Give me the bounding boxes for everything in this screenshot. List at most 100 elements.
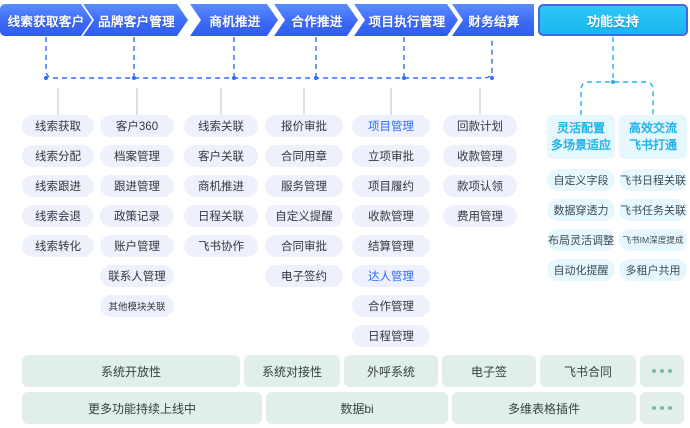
capability-box-0-4[interactable]: 飞书合同 (540, 355, 636, 387)
function-pill-opportunity-0[interactable]: 线索关联 (184, 115, 258, 137)
function-pill-lead-3[interactable]: 线索会退 (22, 205, 94, 227)
function-pill-label: 线索转化 (35, 241, 81, 253)
function-pill-label: 其他模块关联 (108, 302, 166, 313)
support-head-flexible[interactable]: 灵活配置多场景适应 (547, 115, 615, 159)
function-pill-lead-1[interactable]: 线索分配 (22, 145, 94, 167)
function-pill-project-5[interactable]: 达人管理 (352, 265, 430, 287)
support-pill-label: 多租户共用 (625, 265, 681, 277)
support-head-line: 灵活配置 (556, 120, 605, 135)
function-pill-project-4[interactable]: 结算管理 (352, 235, 430, 257)
function-pill-customer-0[interactable]: 客户360 (100, 115, 174, 137)
support-head-line: 多场景适应 (550, 138, 611, 152)
function-pill-opportunity-2[interactable]: 商机推进 (184, 175, 258, 197)
stage-tab-5[interactable]: 财务结算 (452, 4, 534, 36)
capability-box-label: 外呼系统 (366, 364, 415, 379)
function-pill-label: 项目履约 (368, 181, 414, 193)
support-pill-flexible-3[interactable]: 自动化提醒 (547, 259, 615, 281)
stage-tab-0[interactable]: 线索获取客户 (0, 4, 92, 36)
stage-tab-label: 品牌客户管理 (98, 14, 175, 29)
support-tab-label: 功能支持 (586, 13, 639, 29)
function-pill-project-7[interactable]: 日程管理 (352, 325, 430, 347)
support-pill-feishu-2[interactable]: 飞书IM深度提成 (619, 229, 687, 251)
stage-tab-1[interactable]: 品牌客户管理 (83, 4, 188, 36)
stage-tab-label: 线索获取客户 (7, 14, 85, 29)
function-pill-finance-3[interactable]: 费用管理 (443, 205, 517, 227)
support-pill-label: 自定义字段 (553, 175, 609, 187)
function-pill-label: 账户管理 (114, 241, 160, 253)
support-pill-flexible-1[interactable]: 数据穿透力 (547, 199, 615, 221)
ellipsis-icon (652, 406, 672, 410)
capability-box-label: 数据bi (340, 401, 374, 416)
more-options-icon[interactable] (640, 392, 684, 424)
capability-box-1-0[interactable]: 更多功能持续上线中 (22, 392, 262, 424)
ellipsis-icon (652, 369, 672, 373)
function-pill-project-1[interactable]: 立项审批 (352, 145, 430, 167)
function-pill-label: 线索跟进 (35, 181, 81, 193)
support-pill-label: 布局灵活调整 (548, 235, 614, 247)
function-pill-cooperation-4[interactable]: 合同审批 (265, 235, 343, 257)
function-pill-label: 服务管理 (281, 181, 327, 193)
support-pill-feishu-1[interactable]: 飞书任务关联 (619, 199, 687, 221)
function-pill-customer-2[interactable]: 跟进管理 (100, 175, 174, 197)
capability-box-label: 电子签 (470, 364, 507, 379)
capability-box-0-2[interactable]: 外呼系统 (344, 355, 438, 387)
function-pill-label: 线索关联 (198, 121, 244, 133)
function-pill-opportunity-1[interactable]: 客户关联 (184, 145, 258, 167)
function-pill-label: 跟进管理 (114, 181, 160, 193)
function-pill-label: 电子签约 (281, 271, 327, 283)
function-pill-finance-0[interactable]: 回款计划 (443, 115, 517, 137)
support-head-line: 高效交流 (628, 120, 677, 135)
function-pill-label: 飞书协作 (198, 241, 244, 253)
support-pill-flexible-2[interactable]: 布局灵活调整 (547, 229, 615, 251)
capability-box-0-1[interactable]: 系统对接性 (244, 355, 340, 387)
stage-tab-4[interactable]: 项目执行管理 (354, 4, 458, 36)
stage-tab-2[interactable]: 商机推进 (190, 4, 278, 36)
function-pill-project-0[interactable]: 项目管理 (352, 115, 430, 137)
support-tab[interactable]: 功能支持 (538, 4, 688, 36)
function-pill-customer-4[interactable]: 账户管理 (100, 235, 174, 257)
capability-box-1-1[interactable]: 数据bi (266, 392, 448, 424)
function-pill-project-3[interactable]: 收款管理 (352, 205, 430, 227)
function-pill-label: 政策记录 (114, 211, 160, 223)
support-pill-feishu-0[interactable]: 飞书日程关联 (619, 169, 687, 191)
function-pill-label: 档案管理 (114, 151, 160, 163)
function-pill-cooperation-5[interactable]: 电子签约 (265, 265, 343, 287)
capability-box-label: 更多功能持续上线中 (87, 401, 196, 416)
function-pill-customer-1[interactable]: 档案管理 (100, 145, 174, 167)
function-pill-customer-3[interactable]: 政策记录 (100, 205, 174, 227)
stage-tab-3[interactable]: 合作推进 (274, 4, 358, 36)
support-pill-label: 飞书IM深度提成 (622, 235, 684, 245)
function-pill-lead-2[interactable]: 线索跟进 (22, 175, 94, 197)
function-pill-label: 合同用章 (281, 151, 327, 163)
function-pill-lead-0[interactable]: 线索获取 (22, 115, 94, 137)
capability-box-0-0[interactable]: 系统开放性 (22, 355, 240, 387)
function-pill-cooperation-2[interactable]: 服务管理 (265, 175, 343, 197)
function-pill-cooperation-1[interactable]: 合同用章 (265, 145, 343, 167)
support-pill-feishu-3[interactable]: 多租户共用 (619, 259, 687, 281)
function-pill-label: 客户360 (115, 121, 159, 133)
function-pill-lead-4[interactable]: 线索转化 (22, 235, 94, 257)
support-pill-label: 自动化提醒 (553, 265, 609, 277)
function-pill-label: 日程管理 (368, 331, 414, 343)
capability-box-0-3[interactable]: 电子签 (442, 355, 536, 387)
function-pill-customer-5[interactable]: 联系人管理 (100, 265, 174, 287)
function-pill-finance-1[interactable]: 收款管理 (443, 145, 517, 167)
capability-box-label: 系统开放性 (100, 364, 161, 379)
function-pill-project-6[interactable]: 合作管理 (352, 295, 430, 317)
function-pill-label: 日程关联 (198, 211, 244, 223)
function-pill-label: 回款计划 (457, 121, 503, 133)
function-pill-opportunity-3[interactable]: 日程关联 (184, 205, 258, 227)
function-pill-opportunity-4[interactable]: 飞书协作 (184, 235, 258, 257)
capability-box-1-2[interactable]: 多维表格插件 (452, 392, 636, 424)
function-pill-finance-2[interactable]: 款项认领 (443, 175, 517, 197)
function-pill-customer-6[interactable]: 其他模块关联 (100, 295, 174, 317)
support-pill-flexible-0[interactable]: 自定义字段 (547, 169, 615, 191)
support-head-feishu[interactable]: 高效交流飞书打通 (619, 115, 687, 159)
function-pill-project-2[interactable]: 项目履约 (352, 175, 430, 197)
function-pill-cooperation-0[interactable]: 报价审批 (265, 115, 343, 137)
more-options-icon[interactable] (640, 355, 684, 387)
function-pill-label: 联系人管理 (108, 271, 166, 283)
function-pill-label: 线索获取 (35, 121, 81, 133)
stage-tab-label: 财务结算 (468, 14, 520, 29)
function-pill-cooperation-3[interactable]: 自定义提醒 (265, 205, 343, 227)
